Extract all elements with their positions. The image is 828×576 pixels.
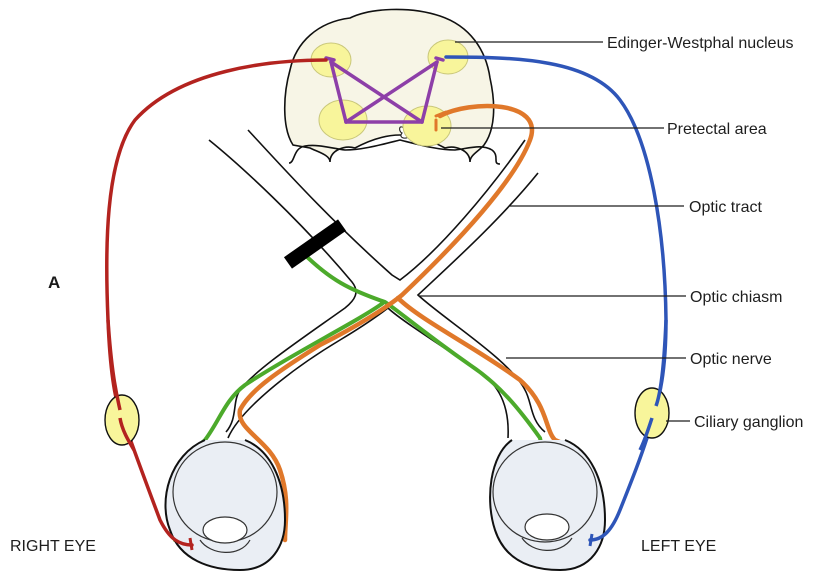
lesion-bar bbox=[283, 219, 347, 269]
left-eye bbox=[489, 439, 607, 572]
lens-left bbox=[524, 513, 570, 541]
label-edinger-westphal: Edinger-Westphal nucleus bbox=[607, 35, 793, 52]
optic-pathway-outline bbox=[208, 129, 546, 439]
label-optic-tract: Optic tract bbox=[689, 199, 762, 216]
label-pretectal-area: Pretectal area bbox=[667, 121, 767, 138]
label-optic-chiasm: Optic chiasm bbox=[690, 289, 782, 306]
leader-lines bbox=[420, 41, 690, 422]
lens-right bbox=[202, 516, 248, 544]
panel-label: A bbox=[48, 273, 60, 292]
label-optic-nerve: Optic nerve bbox=[690, 351, 772, 368]
afferent-orange-left bbox=[237, 103, 535, 543]
label-left-eye: LEFT EYE bbox=[641, 538, 716, 555]
midbrain bbox=[283, 8, 501, 165]
label-ciliary-ganglion: Ciliary ganglion bbox=[694, 414, 803, 431]
right-eye bbox=[164, 439, 287, 572]
midbrain-lower-edge bbox=[288, 139, 501, 165]
midbrain-outline bbox=[283, 8, 495, 163]
interneurons bbox=[324, 56, 445, 124]
pretectal-nucleus-right bbox=[318, 99, 368, 141]
label-right-eye: RIGHT EYE bbox=[10, 538, 96, 555]
ciliary-ganglion-left bbox=[634, 387, 670, 439]
